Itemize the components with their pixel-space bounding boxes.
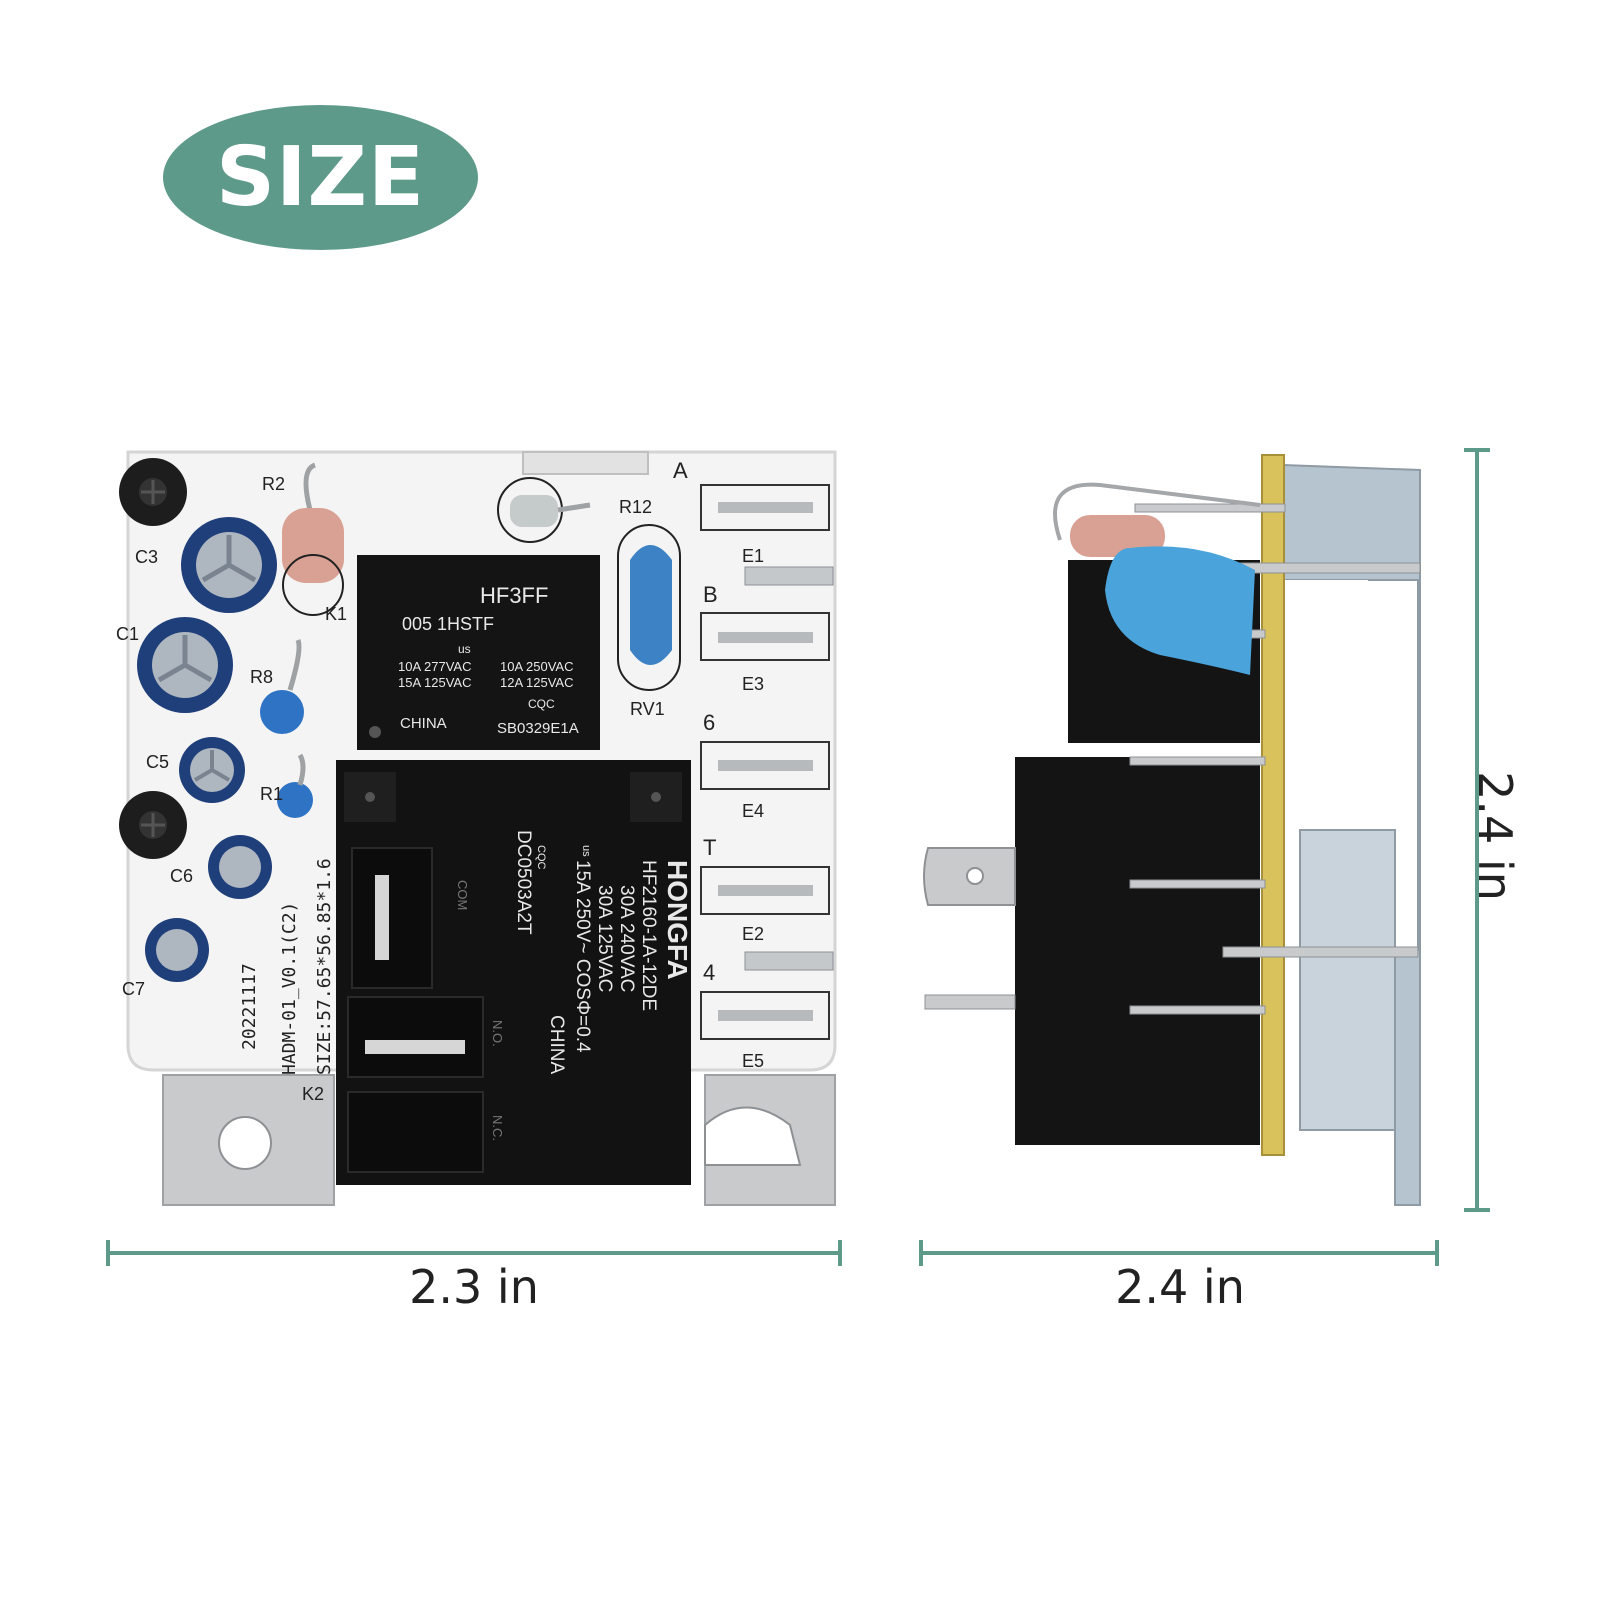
resistor-r12 — [497, 477, 591, 543]
label-4: 4 — [703, 960, 715, 985]
small-relay-rating-vde-2: 12A 125VAC — [500, 675, 573, 690]
large-relay-rating-2: 30A 125VAC — [594, 885, 615, 992]
top-tab — [522, 451, 649, 475]
side-height-value: 2.4 in — [1468, 771, 1522, 901]
dimension-side-width — [919, 1240, 1439, 1266]
bracket-right-notch — [704, 1106, 802, 1166]
terminal-a — [700, 484, 830, 531]
resistor-r2 — [282, 462, 344, 616]
dimension-side-height — [1464, 448, 1490, 1212]
bracket-left-hole — [218, 1116, 272, 1170]
terminal-t — [700, 866, 830, 915]
large-relay-com: COM — [455, 880, 470, 910]
capacitor-c7 — [145, 918, 209, 982]
label-r1: R1 — [260, 784, 283, 804]
large-relay-country: CHINA — [546, 1015, 567, 1074]
large-relay-ul-mark: us — [580, 845, 592, 857]
label-c7: C7 — [122, 979, 145, 999]
label-k1: K1 — [325, 604, 347, 624]
large-relay: HONGFA HF2160-1A-12DE 30A 240VAC 30A 125… — [336, 760, 693, 1185]
side-width-label: 2.4 in — [1080, 1260, 1280, 1314]
large-relay-part: HF2160-1A-12DE — [638, 860, 659, 1011]
label-r8: R8 — [250, 667, 273, 687]
terminal-4 — [700, 991, 830, 1040]
side-width-value: 2.4 in — [1115, 1260, 1245, 1314]
label-6: 6 — [703, 710, 715, 735]
side-varistor — [1105, 546, 1255, 675]
label-date-code: 20221117 — [239, 963, 260, 1050]
small-relay-rating-ul-1: 10A 277VAC — [398, 659, 471, 674]
label-r12: R12 — [619, 497, 652, 517]
large-relay-rating-1: 30A 240VAC — [616, 885, 637, 992]
label-a: A — [673, 458, 688, 483]
side-pcb-edge — [1261, 454, 1285, 1156]
side-large-relay — [1015, 757, 1260, 1145]
screw-icon — [119, 458, 187, 526]
dimension-front-width — [106, 1240, 842, 1266]
capacitor-c6 — [208, 835, 272, 899]
small-relay-rating-ul-2: 15A 125VAC — [398, 675, 471, 690]
varistor-rv1 — [617, 524, 681, 691]
large-relay-nc: N.C. — [490, 1115, 505, 1141]
label-c3: C3 — [135, 547, 158, 567]
label-e2: E2 — [742, 924, 764, 944]
small-relay-part: 005 1HSTF — [402, 614, 494, 634]
label-c6: C6 — [170, 866, 193, 886]
small-relay-rating-vde-1: 10A 250VAC — [500, 659, 573, 674]
small-relay-model: HF3FF — [480, 583, 548, 608]
label-c1: C1 — [116, 624, 139, 644]
small-relay-cert: SB0329E1A — [497, 720, 579, 737]
label-rv1: RV1 — [630, 699, 665, 719]
label-b: B — [703, 582, 718, 607]
large-relay-rating-3: 15A 250V~ COSΦ=0.4 — [572, 860, 593, 1053]
label-e3: E3 — [742, 674, 764, 694]
label-r2: R2 — [262, 474, 285, 494]
front-width-label: 2.3 in — [374, 1260, 574, 1314]
small-relay-ul-mark: us — [458, 642, 471, 656]
terminal-6 — [700, 741, 830, 790]
label-size-code: SIZE:57.65*56.85*1.6 — [314, 858, 335, 1075]
label-e5: E5 — [742, 1051, 764, 1071]
small-relay: HF3FF 005 1HSTF us 10A 277VAC 15A 125VAC… — [357, 555, 600, 750]
large-relay-cqc: CQC — [535, 845, 547, 870]
terminal-e1 — [744, 566, 834, 586]
resistor-r1 — [277, 753, 313, 818]
small-relay-country: CHINA — [400, 715, 447, 732]
label-board-id: HADM-01_V0.1(C2) — [279, 902, 300, 1075]
capacitor-c5 — [179, 737, 245, 803]
size-badge-label: SIZE — [215, 130, 426, 225]
large-relay-no: N.O. — [490, 1020, 505, 1047]
front-width-value: 2.3 in — [409, 1260, 539, 1314]
label-e4: E4 — [742, 801, 764, 821]
large-relay-cert: DC0503A2T — [513, 830, 534, 935]
resistor-r8 — [260, 639, 304, 734]
terminal-b — [700, 612, 830, 661]
small-relay-cqc: CQC — [528, 697, 555, 711]
label-e1: E1 — [742, 546, 764, 566]
label-k2: K2 — [302, 1084, 324, 1104]
capacitor-c3 — [181, 517, 277, 613]
label-c5: C5 — [146, 752, 169, 772]
large-relay-brand: HONGFA — [662, 860, 693, 980]
label-t: T — [703, 835, 716, 860]
size-badge: SIZE — [163, 105, 478, 250]
side-resistor — [1070, 515, 1165, 557]
side-view-board — [923, 454, 1421, 1206]
terminal-e2 — [744, 951, 834, 971]
capacitor-c1 — [137, 617, 233, 713]
front-view-board: HF3FF 005 1HSTF us 10A 277VAC 15A 125VAC… — [116, 450, 837, 1206]
screw-icon — [119, 791, 187, 859]
